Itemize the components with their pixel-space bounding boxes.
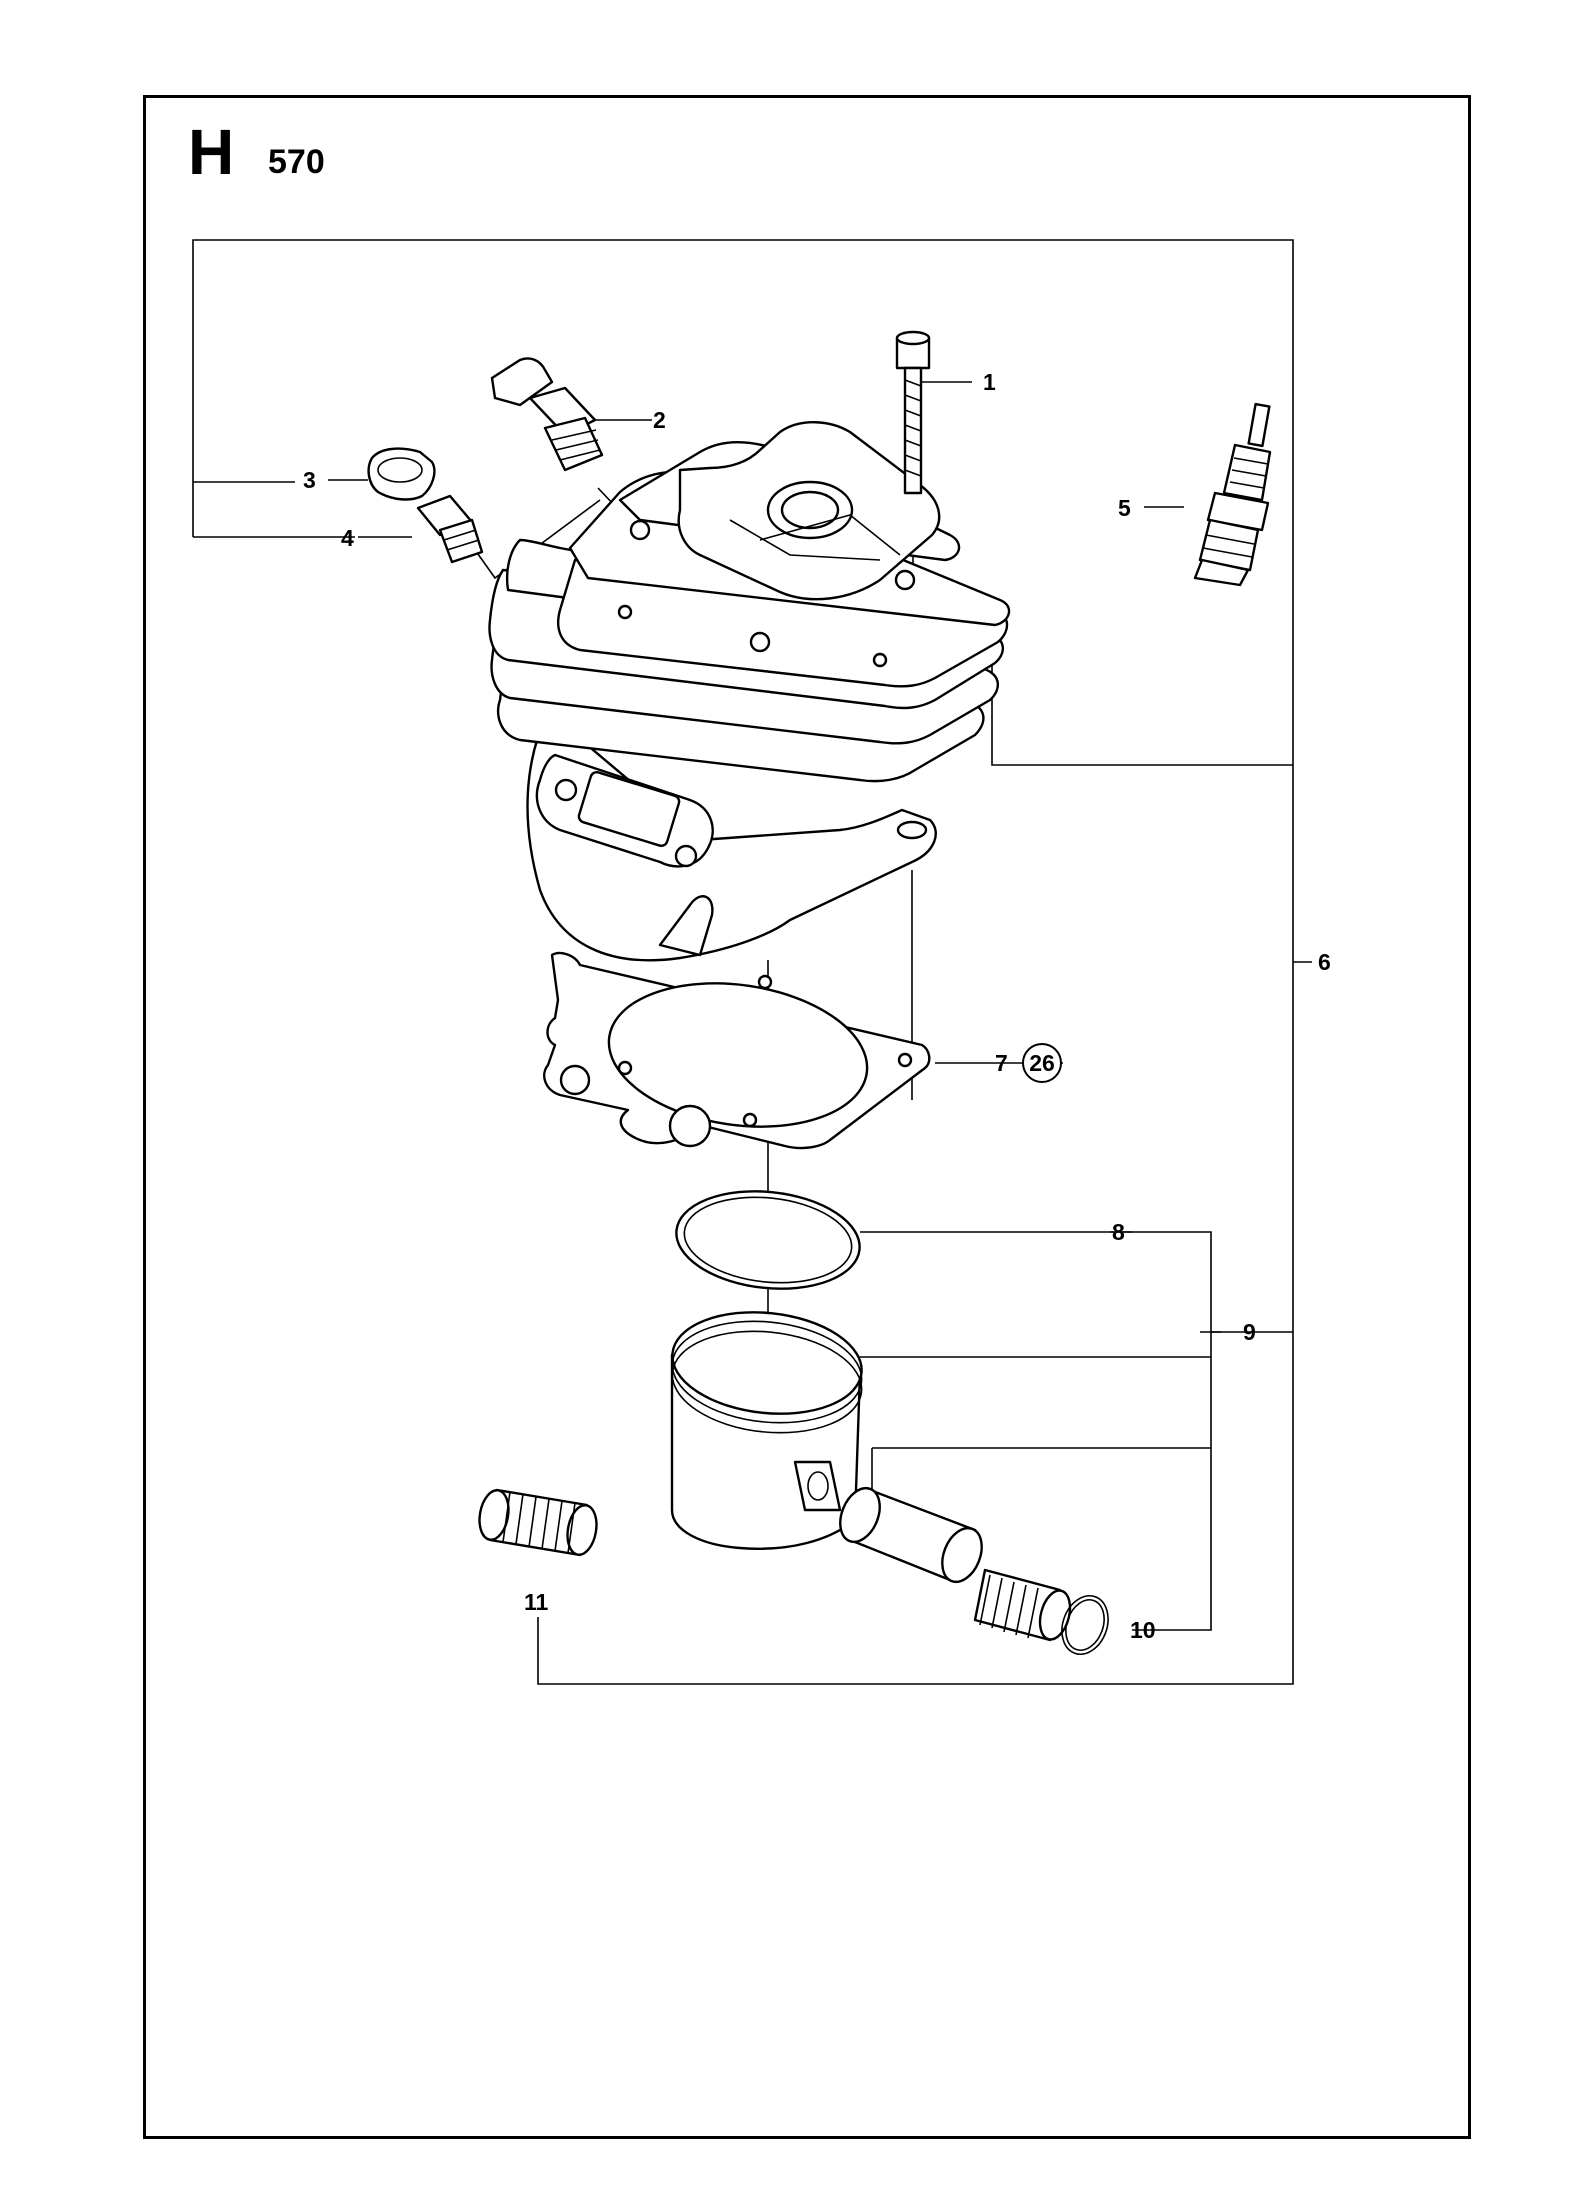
callout-3: 3: [303, 467, 316, 493]
callout-9: 9: [1243, 1319, 1256, 1345]
callout-5: 5: [1118, 495, 1131, 521]
callout-2: 2: [653, 407, 666, 433]
model-number: 570: [268, 143, 325, 181]
small-end-bearing-icon: [478, 1488, 598, 1557]
page-frame: [143, 95, 1471, 2139]
decompression-valve-icon: [490, 357, 604, 472]
reference-badge: 26: [1022, 1043, 1062, 1083]
assembly-brackets: [192, 239, 1312, 1685]
circlip-icon: [1061, 1595, 1109, 1655]
callout-8: 8: [1112, 1219, 1125, 1245]
screw-icon: [895, 330, 931, 495]
plug-cap-icon: [367, 447, 436, 501]
section-letter: H: [188, 116, 235, 188]
callout-6: 6: [1318, 949, 1331, 975]
callout-labels: 1 2 3 4 5 6 7 8 9 10 11: [303, 369, 1331, 1643]
callout-1: 1: [983, 369, 996, 395]
callout-7: 7: [995, 1050, 1008, 1076]
gasket-icon: [543, 951, 931, 1150]
callout-11: 11: [524, 1589, 549, 1615]
piston-icon: [670, 1311, 863, 1550]
cylinder-icon: [488, 421, 1011, 962]
piston-ring-icon: [675, 1190, 861, 1290]
callout-4: 4: [341, 525, 354, 551]
plug-icon: [416, 494, 484, 564]
callout-10: 10: [1130, 1617, 1156, 1643]
piston-pin-icon: [839, 1486, 983, 1584]
reference-badge-label: 26: [1029, 1050, 1055, 1076]
spark-plug-icon: [1193, 402, 1272, 587]
needle-bearing-icon: [973, 1568, 1072, 1642]
